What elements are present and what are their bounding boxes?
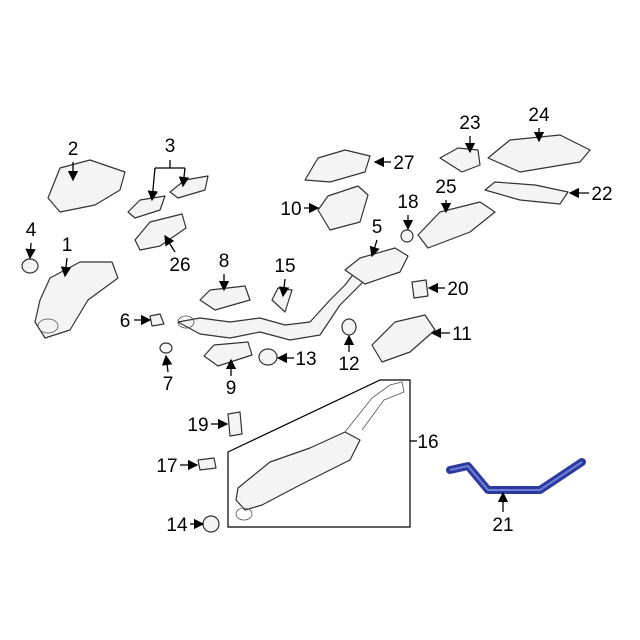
callout-number[interactable]: 21: [492, 515, 513, 536]
callout-15[interactable]: 15: [274, 256, 296, 298]
part-22-heat-shield[interactable]: [484, 181, 569, 205]
part-3-heat-shield-b[interactable]: [169, 175, 209, 199]
leader-line: [161, 354, 173, 373]
callout-17[interactable]: 17: [156, 456, 199, 477]
part-12-gasket[interactable]: [341, 318, 357, 336]
part-23-heat-shield[interactable]: [439, 147, 481, 173]
callout-7[interactable]: 7: [161, 354, 174, 395]
callout-21[interactable]: 21: [492, 491, 514, 536]
callout-number[interactable]: 17: [156, 456, 177, 477]
part-16-muffler-assembly[interactable]: [235, 431, 361, 511]
leader-line: [164, 234, 176, 253]
callout-number[interactable]: 1: [62, 235, 73, 256]
callout-number[interactable]: 5: [372, 217, 383, 238]
callout-5[interactable]: 5: [369, 217, 383, 258]
part-6-bolt[interactable]: [149, 313, 165, 327]
leader-line: [178, 167, 190, 188]
callout-10[interactable]: 10: [280, 199, 320, 220]
callout-1[interactable]: 1: [60, 235, 73, 278]
part-13-clamp[interactable]: [258, 348, 278, 366]
callout-number[interactable]: 26: [169, 255, 190, 276]
callout-number[interactable]: 20: [447, 279, 468, 300]
part-3-heat-shield-a[interactable]: [127, 195, 166, 219]
callout-4[interactable]: 4: [25, 220, 37, 260]
callout-20[interactable]: 20: [427, 279, 469, 300]
part-10-heat-shield[interactable]: [317, 185, 369, 231]
callout-number[interactable]: 7: [163, 374, 174, 395]
callout-12[interactable]: 12: [338, 334, 360, 375]
part-15-bracket[interactable]: [271, 287, 293, 313]
leader-line: [369, 239, 380, 258]
part-11-heat-shield[interactable]: [371, 314, 436, 363]
callout-number[interactable]: 13: [295, 349, 316, 370]
part-7-nut[interactable]: [159, 342, 173, 354]
callout-14[interactable]: 14: [166, 515, 205, 536]
callout-6[interactable]: 6: [120, 311, 152, 332]
part-19-bracket[interactable]: [227, 411, 243, 437]
callout-number[interactable]: 14: [166, 515, 188, 536]
part-25-heat-shield[interactable]: [417, 201, 496, 249]
part-1-exhaust-manifold[interactable]: [34, 261, 119, 339]
callout-number[interactable]: 18: [397, 192, 418, 213]
callout-number[interactable]: 12: [338, 354, 359, 375]
callout-18[interactable]: 18: [397, 192, 419, 231]
leader-line: [25, 242, 36, 260]
callout-number[interactable]: 8: [219, 251, 230, 272]
callout-number[interactable]: 16: [417, 432, 438, 453]
callout-number[interactable]: 22: [591, 184, 612, 205]
callout-number[interactable]: 9: [226, 378, 237, 399]
callout-number[interactable]: 11: [452, 324, 472, 345]
callout-24[interactable]: 24: [528, 105, 550, 143]
callout-number[interactable]: 15: [274, 256, 295, 277]
part-2-heat-shield[interactable]: [47, 159, 126, 213]
callout-3[interactable]: 3: [147, 136, 190, 202]
callout-22[interactable]: 22: [568, 184, 613, 205]
part-26-bracket[interactable]: [134, 213, 187, 251]
part-24-heat-shield[interactable]: [487, 134, 591, 173]
callout-number[interactable]: 23: [459, 113, 480, 134]
part-9-heat-shield[interactable]: [203, 341, 253, 367]
callout-number[interactable]: 3: [165, 136, 176, 157]
part-14-gasket[interactable]: [202, 515, 220, 533]
callout-11[interactable]: 11: [430, 324, 472, 345]
callout-13[interactable]: 13: [276, 349, 317, 370]
callout-26[interactable]: 26: [164, 234, 191, 276]
callout-number[interactable]: 24: [528, 105, 550, 126]
part-18-nut[interactable]: [400, 229, 414, 243]
callout-number[interactable]: 19: [187, 415, 208, 436]
callout-9[interactable]: 9: [226, 358, 237, 399]
part-20-bracket[interactable]: [411, 279, 429, 299]
part-17-bolt[interactable]: [197, 457, 217, 471]
part-27-heat-shield[interactable]: [304, 149, 371, 183]
callout-number[interactable]: 6: [120, 311, 131, 332]
part-8-heat-shield[interactable]: [199, 285, 251, 311]
callout-19[interactable]: 19: [187, 415, 229, 436]
callout-2[interactable]: 2: [68, 139, 79, 182]
callout-8[interactable]: 8: [219, 251, 230, 292]
callout-number[interactable]: 27: [393, 153, 414, 174]
callout-number[interactable]: 10: [280, 199, 301, 220]
callout-number[interactable]: 4: [26, 220, 37, 241]
callout-number[interactable]: 25: [435, 177, 456, 198]
leader-line: [60, 257, 72, 278]
part-5-catalytic-converter[interactable]: [344, 247, 409, 285]
callout-27[interactable]: 27: [373, 153, 415, 174]
callout-16[interactable]: 16: [410, 432, 439, 453]
callout-25[interactable]: 25: [435, 177, 457, 214]
part-16-group-box: [227, 379, 411, 528]
callout-number[interactable]: 2: [68, 139, 79, 160]
leader-line: [147, 167, 159, 202]
callout-23[interactable]: 23: [459, 113, 481, 154]
part-4-plug[interactable]: [21, 258, 39, 274]
leader-line: [278, 278, 290, 298]
